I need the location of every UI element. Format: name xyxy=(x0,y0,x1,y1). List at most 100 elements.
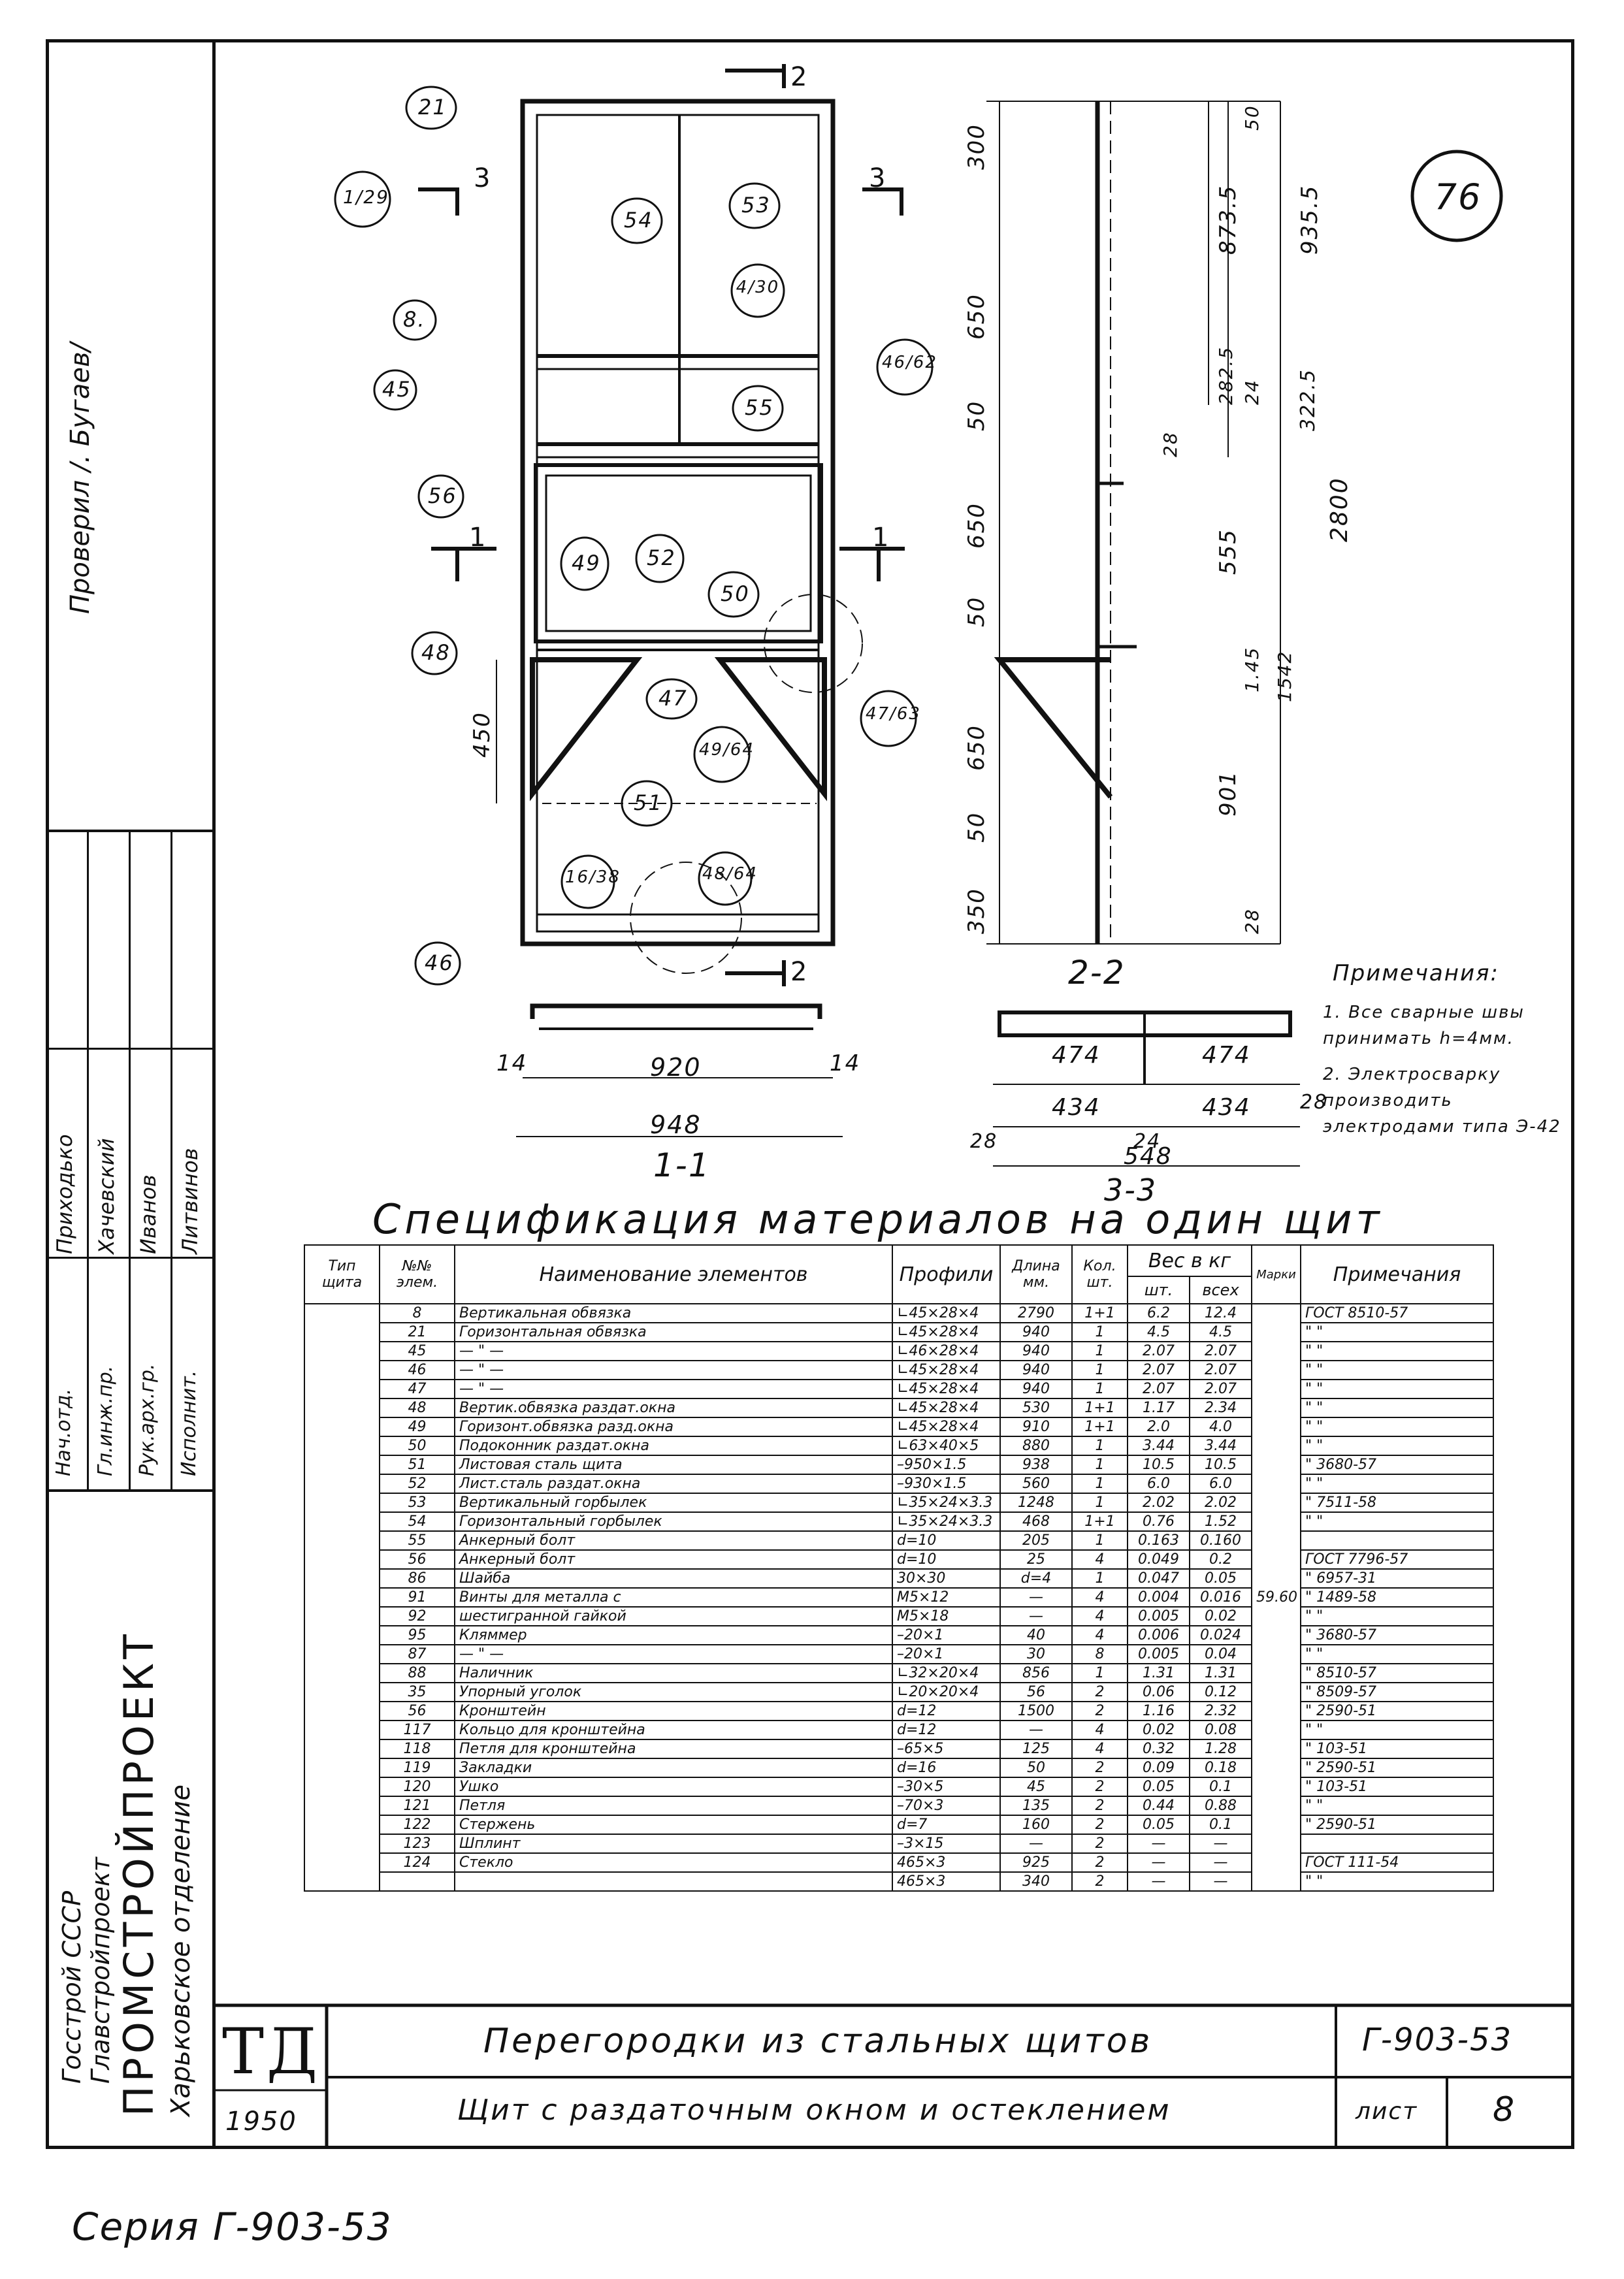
cell-qty: 1+1 xyxy=(1071,1417,1128,1437)
cell-length: 925 xyxy=(999,1852,1073,1873)
cell-profile: –30×5 xyxy=(892,1777,1001,1797)
cell-w-total: 0.1 xyxy=(1188,1777,1253,1797)
cell-profile: ∟45×28×4 xyxy=(892,1360,1001,1380)
cell-length: — xyxy=(999,1720,1073,1740)
cell-w-each: 0.44 xyxy=(1127,1796,1190,1816)
callout-47-63: 47/63 xyxy=(866,704,921,724)
cell-length: — xyxy=(999,1587,1073,1608)
cell-w-total: 2.07 xyxy=(1188,1341,1253,1361)
cell-length: 125 xyxy=(999,1739,1073,1759)
cell-w-total: 1.52 xyxy=(1188,1511,1253,1532)
callout-49: 49 xyxy=(572,551,601,575)
dim-282-5: 282.5 xyxy=(1215,346,1237,405)
callout-48-64: 48/64 xyxy=(702,864,758,884)
cell-note: " " xyxy=(1300,1796,1495,1816)
cell-w-total: 2.02 xyxy=(1188,1493,1253,1513)
cell-qty: 1+1 xyxy=(1071,1303,1128,1323)
cell-w-total: 2.32 xyxy=(1188,1701,1253,1721)
cell-profile: ∟45×28×4 xyxy=(892,1322,1001,1342)
cell-w-each: 2.07 xyxy=(1127,1341,1190,1361)
dim-650-c: 650 xyxy=(964,724,990,771)
cell-name: Кольцо для кронштейна xyxy=(454,1720,893,1740)
cell-num: 21 xyxy=(379,1322,455,1342)
dim-901: 901 xyxy=(1215,770,1241,816)
cell-w-each: 0.02 xyxy=(1127,1720,1190,1740)
cell-w-total: 0.1 xyxy=(1188,1815,1253,1835)
cell-qty: 1 xyxy=(1071,1360,1128,1380)
cell-w-total: 0.2 xyxy=(1188,1549,1253,1570)
cell-num: 95 xyxy=(379,1625,455,1645)
cell-qty: 4 xyxy=(1071,1739,1128,1759)
view-label-1-1: 1-1 xyxy=(653,1146,711,1184)
callout-16-38: 16/38 xyxy=(565,867,621,887)
cell-num: 120 xyxy=(379,1777,455,1797)
cell-num: 47 xyxy=(379,1379,455,1399)
cell-profile: 465×3 xyxy=(892,1871,1001,1892)
callout-51: 51 xyxy=(634,790,663,815)
cell-name: — " — xyxy=(454,1379,893,1399)
section-mark-3-right: 3 xyxy=(869,163,886,193)
dim-650-a: 650 xyxy=(964,293,990,340)
cell-length: 1248 xyxy=(999,1493,1073,1513)
view-label-2-2: 2-2 xyxy=(1068,954,1126,992)
dim-28-a: 28 xyxy=(1160,431,1181,457)
cell-name: Горизонт.обвязка разд.окна xyxy=(454,1417,893,1437)
cell-profile: ∟20×20×4 xyxy=(892,1682,1001,1702)
cell-qty: 1 xyxy=(1071,1436,1128,1456)
title-year: 1950 xyxy=(225,2107,297,2137)
cell-w-total: 3.44 xyxy=(1188,1436,1253,1456)
cell-w-each: 0.06 xyxy=(1127,1682,1190,1702)
cell-w-each: 1.17 xyxy=(1127,1398,1190,1418)
cell-w-each: 0.76 xyxy=(1127,1511,1190,1532)
cell-num: 49 xyxy=(379,1417,455,1437)
cell-profile: –20×1 xyxy=(892,1644,1001,1664)
s11-dim-14-left: 14 xyxy=(496,1050,528,1076)
cell-profile: ∟32×20×4 xyxy=(892,1663,1001,1683)
cell-length: 940 xyxy=(999,1379,1073,1399)
cell-num: 52 xyxy=(379,1474,455,1494)
cell-note: " 103-51 xyxy=(1300,1739,1495,1759)
cell-w-total: 0.02 xyxy=(1188,1606,1253,1626)
cell-profile: –20×1 xyxy=(892,1625,1001,1645)
cell-w-total: 6.0 xyxy=(1188,1474,1253,1494)
cell-qty: 1 xyxy=(1071,1493,1128,1513)
signature-block xyxy=(46,830,212,1492)
cell-profile: ∟46×28×4 xyxy=(892,1341,1001,1361)
cell-w-each: 0.005 xyxy=(1127,1644,1190,1664)
cell-w-total: 0.18 xyxy=(1188,1758,1253,1778)
cell-length: 40 xyxy=(999,1625,1073,1645)
td-label: ТД xyxy=(222,2015,321,2088)
cell-note: " 2590-51 xyxy=(1300,1701,1495,1721)
dim-873-5: 873.5 xyxy=(1215,184,1241,255)
spec-table: Тип щита №№ элем. Наименование элементов… xyxy=(304,1244,1495,1892)
elevation-view xyxy=(418,64,905,986)
callout-52: 52 xyxy=(647,545,676,570)
col-num: №№ элем. xyxy=(379,1244,455,1304)
cell-name: Закладки xyxy=(454,1758,893,1778)
sheet-label: лист xyxy=(1356,2098,1418,2125)
cell-note: " " xyxy=(1300,1644,1495,1664)
callout-48: 48 xyxy=(421,640,451,665)
cell-name: шестигранной гайкой xyxy=(454,1606,893,1626)
cell-length: 940 xyxy=(999,1341,1073,1361)
cell-note: " 103-51 xyxy=(1300,1777,1495,1797)
cell-length: — xyxy=(999,1834,1073,1854)
cell-note: " " xyxy=(1300,1417,1495,1437)
cell-qty: 2 xyxy=(1071,1701,1128,1721)
cell-name: Петля xyxy=(454,1796,893,1816)
col-w-total: всех xyxy=(1188,1276,1253,1304)
s33-dim-24: 24 xyxy=(1133,1130,1161,1153)
cell-profile: –70×3 xyxy=(892,1796,1001,1816)
